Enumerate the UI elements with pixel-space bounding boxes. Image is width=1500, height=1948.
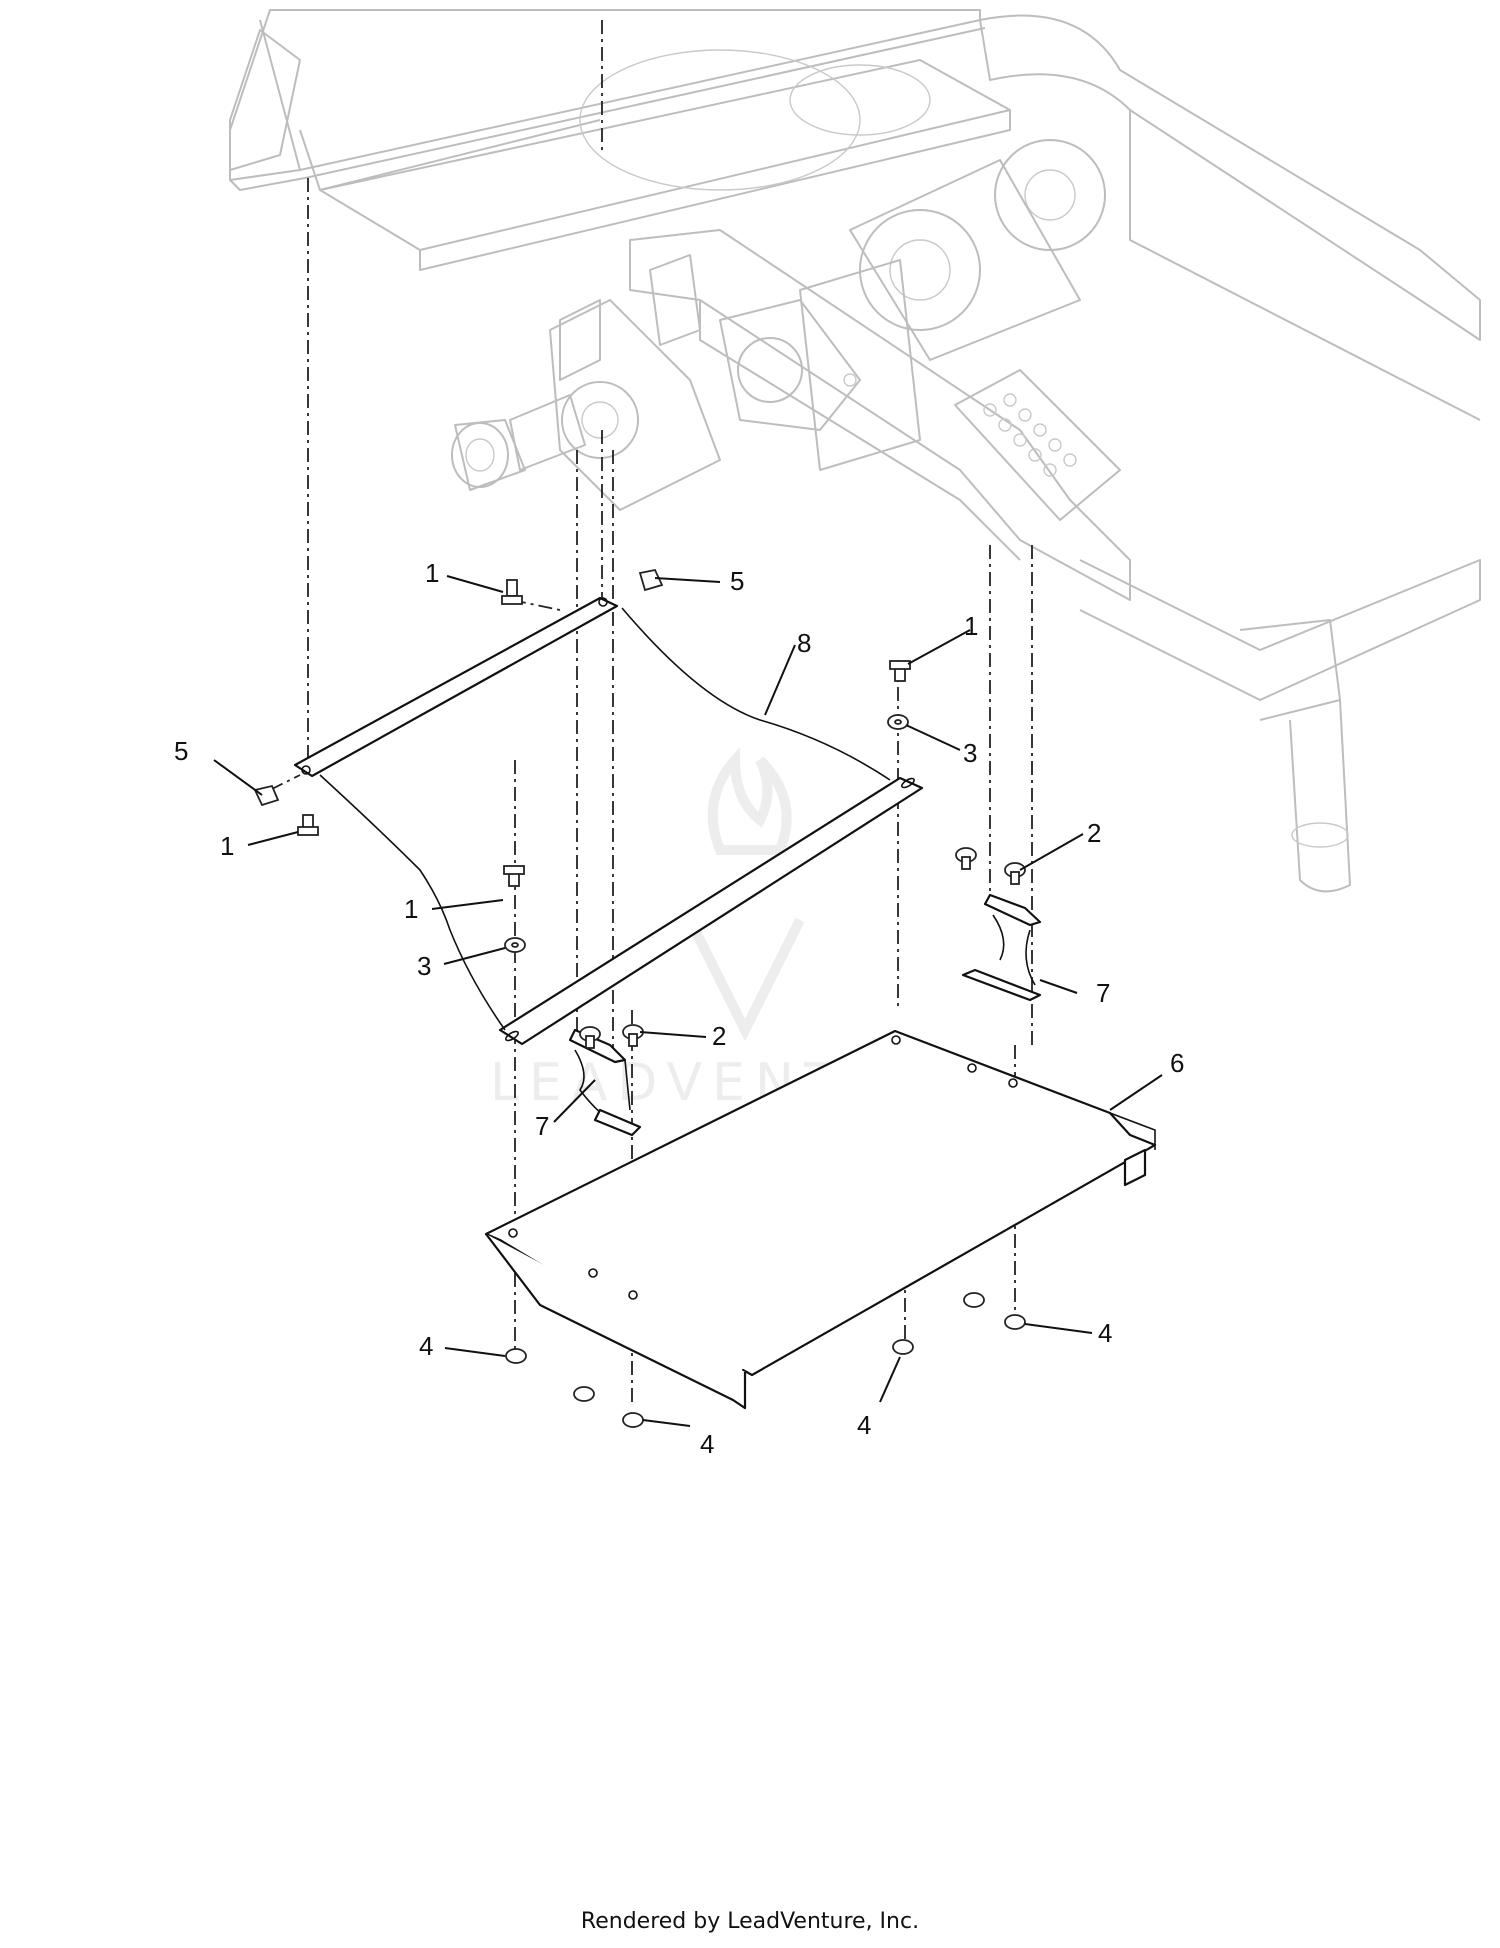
rendered-by-footer: Rendered by LeadVenture, Inc. xyxy=(580,1909,920,1934)
callout-5a: 5 xyxy=(730,566,744,596)
callout-4c: 4 xyxy=(857,1410,871,1440)
part-8-support-bars xyxy=(293,596,924,1046)
callout-8: 8 xyxy=(797,628,811,658)
callout-1a: 1 xyxy=(425,558,439,588)
callout-3a: 3 xyxy=(963,738,977,768)
callout-1b: 1 xyxy=(964,611,978,641)
callout-4d: 4 xyxy=(1098,1318,1112,1348)
callout-7b: 7 xyxy=(1096,978,1110,1008)
callout-4a: 4 xyxy=(419,1331,433,1361)
callout-1d: 1 xyxy=(404,894,418,924)
callout-5b: 5 xyxy=(174,736,188,766)
part-6-bottom-plate xyxy=(484,1029,1157,1410)
callout-2b: 2 xyxy=(712,1021,726,1051)
callout-6: 6 xyxy=(1170,1048,1184,1078)
step-plate-holes xyxy=(983,393,1077,477)
callout-2a: 2 xyxy=(1087,818,1101,848)
callout-3b: 3 xyxy=(417,951,431,981)
part-7-bracket-right xyxy=(961,893,1042,1002)
callout-labels: 1 1 1 1 2 2 3 3 4 4 4 4 5 5 6 7 7 8 xyxy=(174,558,1184,1459)
callout-1c: 1 xyxy=(220,831,234,861)
mower-frame-assembly xyxy=(229,9,1481,893)
leader-lines xyxy=(213,575,1163,1427)
callout-4b: 4 xyxy=(700,1429,714,1459)
callout-7a: 7 xyxy=(535,1111,549,1141)
